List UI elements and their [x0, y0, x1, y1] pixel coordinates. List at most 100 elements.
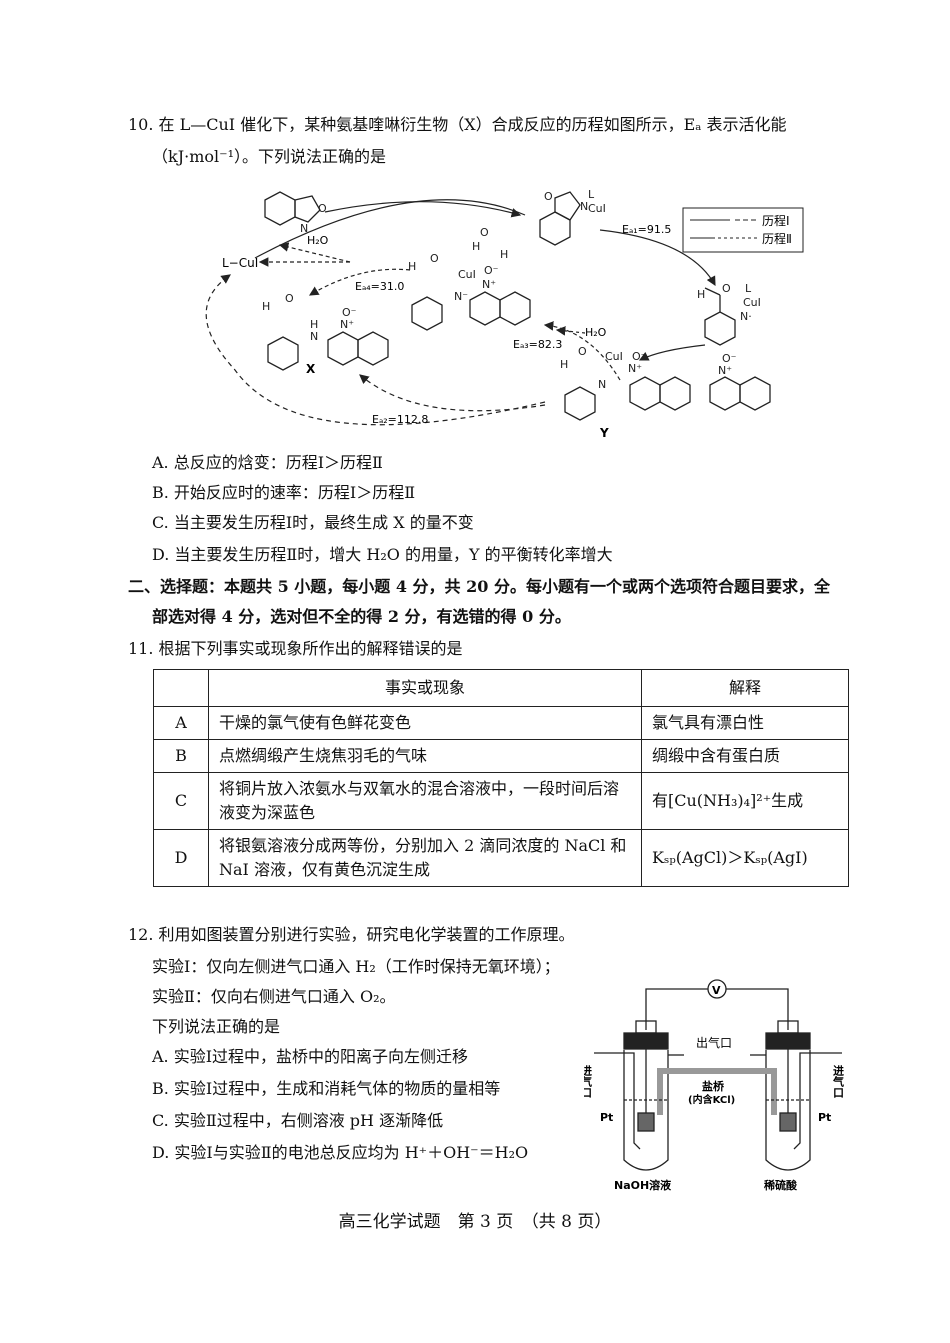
inlet-left-label: 进气口 [584, 1064, 593, 1099]
product-x: H O H N N⁺ O⁻ [262, 292, 389, 371]
row-key: C [153, 772, 209, 830]
row-fact: 将铜片放入浓氨水与双氧水的混合溶液中，一段时间后溶液变为深蓝色 [208, 772, 642, 830]
svg-text:N: N [598, 378, 606, 391]
table-row: B 点燃绸缎产生烧焦羽毛的气味 绸缎中含有蛋白质 [153, 739, 849, 773]
svg-text:O⁻: O⁻ [484, 264, 499, 277]
svg-text:H: H [500, 248, 508, 261]
svg-text:H: H [408, 260, 416, 273]
ea1-label: Eₐ₁=91.5 [622, 223, 671, 236]
cui-complex-1: O N L CuI [539, 188, 606, 246]
svg-text:CuI: CuI [458, 268, 476, 281]
svg-text:CuI: CuI [605, 350, 623, 363]
section2-line1: 二、选择题：本题共 5 小题，每小题 4 分，共 20 分。每小题有一个或两个选… [128, 577, 830, 596]
ea3-label: Eₐ₃=82.3 [513, 338, 562, 351]
svg-text:O⁻: O⁻ [342, 306, 357, 319]
q10-option-c: C. 当主要发生历程Ⅰ时，最终生成 X 的量不变 [152, 513, 474, 532]
svg-text:O: O [578, 345, 587, 358]
table-row: C 将铜片放入浓氨水与双氧水的混合溶液中，一段时间后溶液变为深蓝色 有[Cu(N… [153, 772, 849, 830]
table-row: A 干燥的氯气使有色鲜花变色 氯气具有漂白性 [153, 706, 849, 740]
svg-text:L: L [588, 188, 595, 201]
table-header-expl: 解释 [641, 669, 849, 707]
svg-text:H: H [560, 358, 568, 371]
row-fact: 点燃绸缎产生烧焦羽毛的气味 [208, 739, 642, 773]
row-expl: 绸缎中含有蛋白质 [641, 739, 849, 773]
q10-option-d: D. 当主要发生历程Ⅱ时，增大 H₂O 的用量，Y 的平衡转化率增大 [152, 545, 613, 564]
svg-text:N⁺: N⁺ [340, 318, 354, 331]
svg-text:H: H [310, 318, 318, 331]
svg-text:CuI: CuI [588, 202, 606, 215]
q12-option-c: C. 实验Ⅱ过程中，右侧溶液 pH 逐渐降低 [152, 1111, 444, 1130]
q10-stem-line2: （kJ·mol⁻¹）。下列说法正确的是 [152, 147, 386, 166]
q12-option-b: B. 实验Ⅰ过程中，生成和消耗气体的物质的量相等 [152, 1079, 501, 1098]
intermediate-middle: H O N⁻ CuI N⁺ O⁻ H O H [408, 226, 531, 331]
table-header-key [153, 669, 209, 707]
svg-text:N⁺: N⁺ [718, 364, 732, 377]
electrochemical-apparatus: V 出气口 盐桥 (内含KCl) 进气口 进气口 Pt Pt NaOH溶液 稀硫… [584, 979, 846, 1192]
inlet-right-label: 进气口 [832, 1064, 846, 1099]
row-expl: 氯气具有漂白性 [641, 706, 849, 740]
table-header-row: 事实或现象 解释 [153, 669, 849, 707]
benzisoxazole-molecule: O N [264, 191, 327, 235]
svg-text:O⁻: O⁻ [722, 352, 737, 365]
intermediate-y: H O N CuI N⁺ O⁻ [560, 345, 691, 421]
row-fact: 干燥的氯气使有色鲜花变色 [208, 706, 642, 740]
quinoline-n-oxide: N⁺ O⁻ [709, 352, 771, 411]
svg-text:O: O [430, 252, 439, 265]
svg-text:O⁻: O⁻ [632, 350, 647, 363]
h2so4-label: 稀硫酸 [764, 1178, 798, 1192]
salt-bridge-note: (内含KCl) [688, 1093, 735, 1106]
row-fact: 将银氨溶液分成两等份，分别加入 2 滴同浓度的 NaCl 和 NaI 溶液，仅有… [208, 829, 642, 887]
svg-text:N⁺: N⁺ [482, 278, 496, 291]
svg-text:N⁻: N⁻ [454, 290, 468, 303]
svg-text:N: N [300, 222, 308, 235]
q12-stem: 12. 利用如图装置分别进行实验，研究电化学装置的工作原理。 [128, 925, 575, 944]
q12-option-a: A. 实验Ⅰ过程中，盐桥中的阳离子向左侧迁移 [152, 1047, 469, 1066]
svg-text:O: O [285, 292, 294, 305]
q12-experiment-1: 实验Ⅰ：仅向左侧进气口通入 H₂（工作时保持无氧环境）； [152, 957, 560, 976]
svg-text:L: L [745, 282, 752, 295]
q11-table: 事实或现象 解释 A 干燥的氯气使有色鲜花变色 氯气具有漂白性 B 点燃绸缎产生… [153, 669, 849, 887]
naoh-label: NaOH溶液 [614, 1178, 672, 1192]
salt-bridge-label: 盐桥 [702, 1079, 725, 1093]
q10-stem-line1: 10. 在 L—CuI 催化下，某种氨基喹啉衍生物（X）合成反应的历程如图所示，… [128, 115, 787, 134]
legend-route-1: 历程Ⅰ [762, 213, 790, 228]
q10-option-a: A. 总反应的焓变：历程Ⅰ＞历程Ⅱ [152, 453, 383, 472]
h2o-label-right: H₂O [585, 326, 607, 339]
svg-text:O: O [544, 190, 553, 203]
q11-stem: 11. 根据下列事实或现象所作出的解释错误的是 [128, 639, 463, 658]
y-label: Y [599, 426, 609, 440]
row-expl: Kₛₚ(AgCl)＞Kₛₚ(AgI) [641, 829, 849, 887]
row-key: B [153, 739, 209, 773]
ea4-label: Eₐ₄=31.0 [355, 280, 404, 293]
svg-text:CuI: CuI [743, 296, 761, 309]
table-row: D 将银氨溶液分成两等份，分别加入 2 滴同浓度的 NaCl 和 NaI 溶液，… [153, 829, 849, 887]
legend-route-2: 历程Ⅱ [762, 231, 792, 246]
pt-left-label: Pt [600, 1111, 613, 1124]
svg-text:O: O [318, 202, 327, 215]
svg-text:N: N [580, 200, 588, 213]
outlet-label: 出气口 [696, 1035, 732, 1050]
q12-option-d: D. 实验Ⅰ与实验Ⅱ的电池总反应均为 H⁺＋OH⁻＝H₂O [152, 1143, 529, 1162]
q12-ask: 下列说法正确的是 [152, 1017, 281, 1036]
svg-text:N: N [310, 330, 318, 343]
page-footer: 高三化学试题 第 3 页 （共 8 页） [338, 1212, 612, 1232]
table-header-fact: 事实或现象 [208, 669, 642, 707]
x-label: X [306, 362, 316, 376]
pt-right-label: Pt [818, 1111, 831, 1124]
svg-text:H: H [697, 288, 705, 301]
svg-text:N⁺: N⁺ [628, 362, 642, 375]
row-key: D [153, 829, 209, 887]
svg-text:H: H [262, 300, 270, 313]
lcui-label: L−CuI [222, 256, 258, 270]
svg-text:H: H [472, 240, 480, 253]
intermediate-right: H O N· L CuI [697, 282, 761, 346]
row-expl: 有[Cu(NH₃)₄]²⁺生成 [641, 772, 849, 830]
ea2-label: Eₐ₂=112.8 [372, 413, 428, 426]
voltmeter-label: V [712, 984, 721, 997]
row-key: A [153, 706, 209, 740]
section2-line2: 部选对得 4 分，选对但不全的得 2 分，有选错的得 0 分。 [152, 607, 571, 626]
q10-option-b: B. 开始反应时的速率：历程Ⅰ＞历程Ⅱ [152, 483, 416, 502]
q12-experiment-2: 实验Ⅱ：仅向右侧进气口通入 O₂。 [152, 987, 396, 1006]
h2o-label-left: H₂O [307, 234, 329, 247]
q10-mechanism-diagram: 历程Ⅰ 历程Ⅱ O N O N L CuI Eₐ₁=91.5 H O N· L … [205, 188, 804, 440]
